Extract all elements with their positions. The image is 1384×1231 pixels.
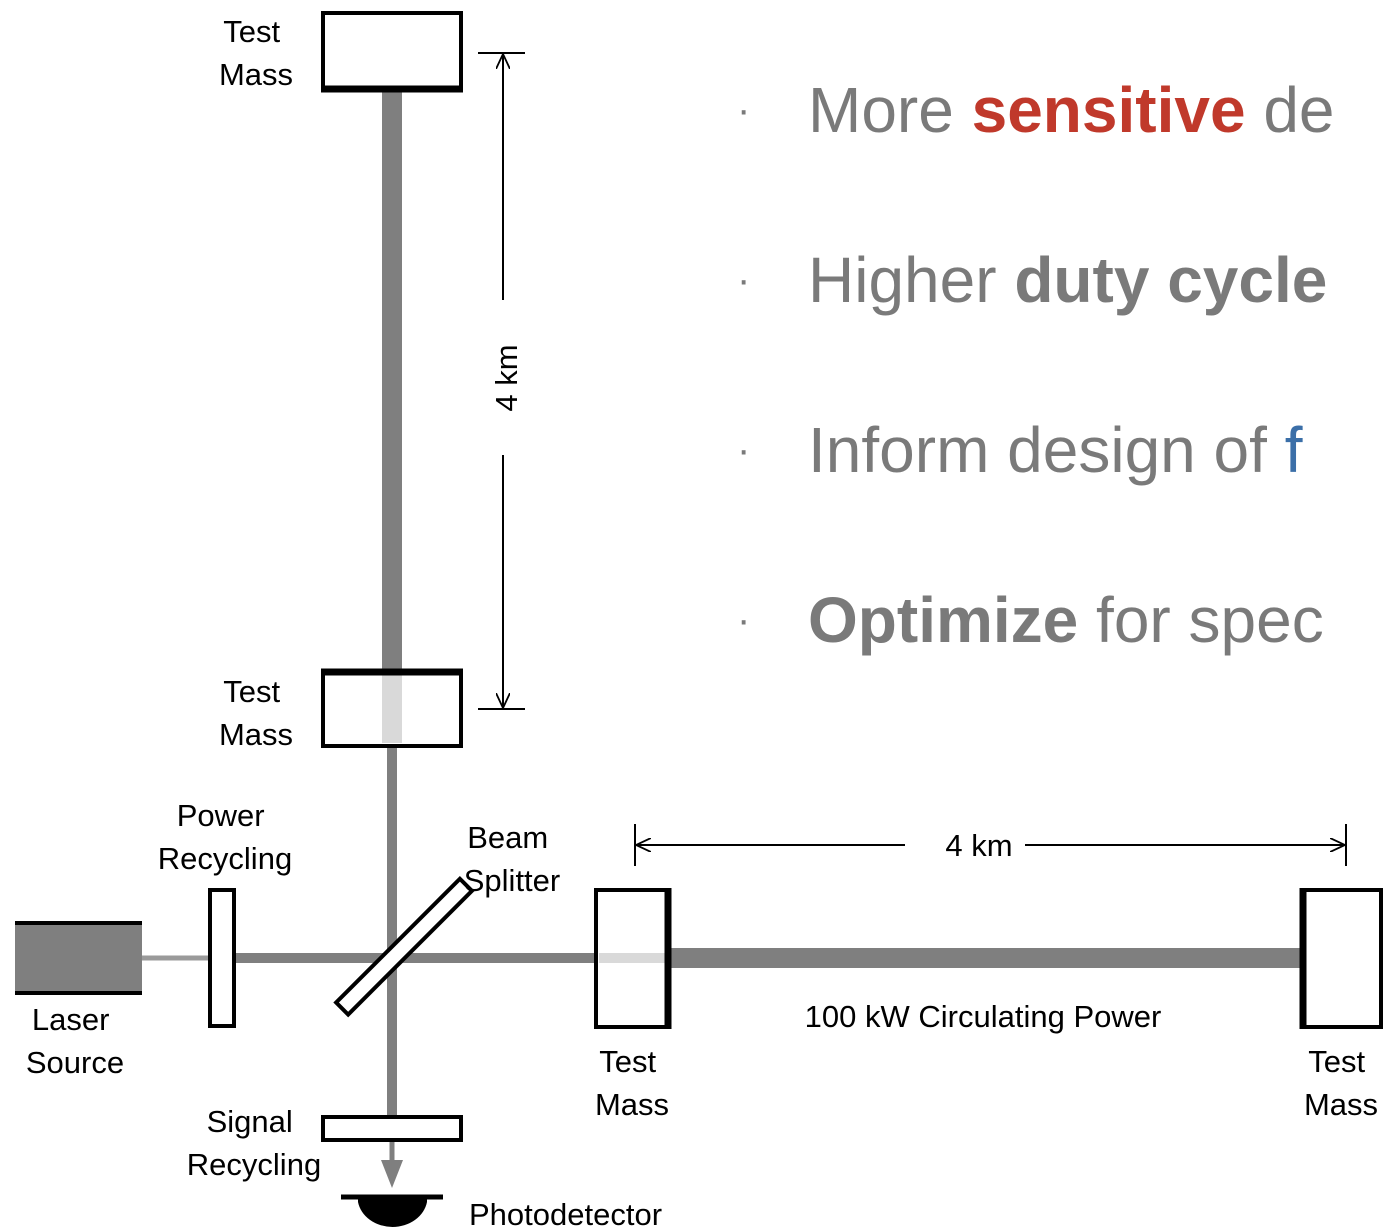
bullet-text: Optimize for spec (808, 584, 1324, 656)
bullet-text: Inform design of f (808, 414, 1303, 486)
power-recycling-label: Power Recycling (158, 798, 292, 876)
bullet-item: · More sensitive de (737, 74, 1335, 146)
bullet-list: · More sensitive de · Higher duty cycle … (737, 74, 1335, 656)
beam-splitter-label: Beam Splitter (464, 820, 560, 898)
power-recycling-mirror (208, 888, 236, 1028)
laser-source (15, 921, 142, 995)
bullet-dot: · (737, 88, 750, 132)
horizontal-dimension: 4 km (634, 824, 1347, 866)
photodetector (341, 1194, 443, 1227)
vertical-dimension: 4 km (478, 52, 525, 710)
bullet-item: · Inform design of f (737, 414, 1303, 486)
beam-splitter (333, 875, 475, 1018)
test-mass-top (321, 11, 463, 93)
test-mass-inner-vertical (321, 668, 463, 748)
test-mass-top-label: Test Mass (219, 14, 293, 92)
test-mass-end-horizontal-label: Test Mass (1304, 1044, 1378, 1122)
bullet-dot: · (737, 428, 750, 472)
photodetector-label: Photodetector (469, 1197, 662, 1231)
signal-recycling-mirror (321, 1115, 463, 1142)
circulating-power-label: 100 kW Circulating Power (805, 999, 1162, 1034)
test-mass-inner-horizontal (594, 888, 672, 1029)
laser-beams (140, 88, 1303, 1188)
test-mass-inner-horizontal-label: Test Mass (595, 1044, 669, 1122)
bullet-item: · Higher duty cycle (737, 244, 1327, 316)
arm-length-vertical-label: 4 km (489, 344, 524, 411)
bullet-dot: · (737, 598, 750, 642)
test-mass-end-horizontal (1299, 888, 1383, 1029)
output-arrow-head (381, 1160, 403, 1188)
test-mass-inner-vertical-label: Test Mass (219, 674, 293, 752)
bullet-text: Higher duty cycle (808, 244, 1327, 316)
bullet-item: · Optimize for spec (737, 584, 1324, 656)
arm-length-horizontal-label: 4 km (945, 828, 1012, 863)
signal-recycling-label: Signal Recycling (187, 1104, 321, 1182)
bullet-text: More sensitive de (808, 74, 1335, 146)
bullet-dot: · (737, 258, 750, 302)
laser-source-label: Laser Source (26, 1002, 124, 1080)
